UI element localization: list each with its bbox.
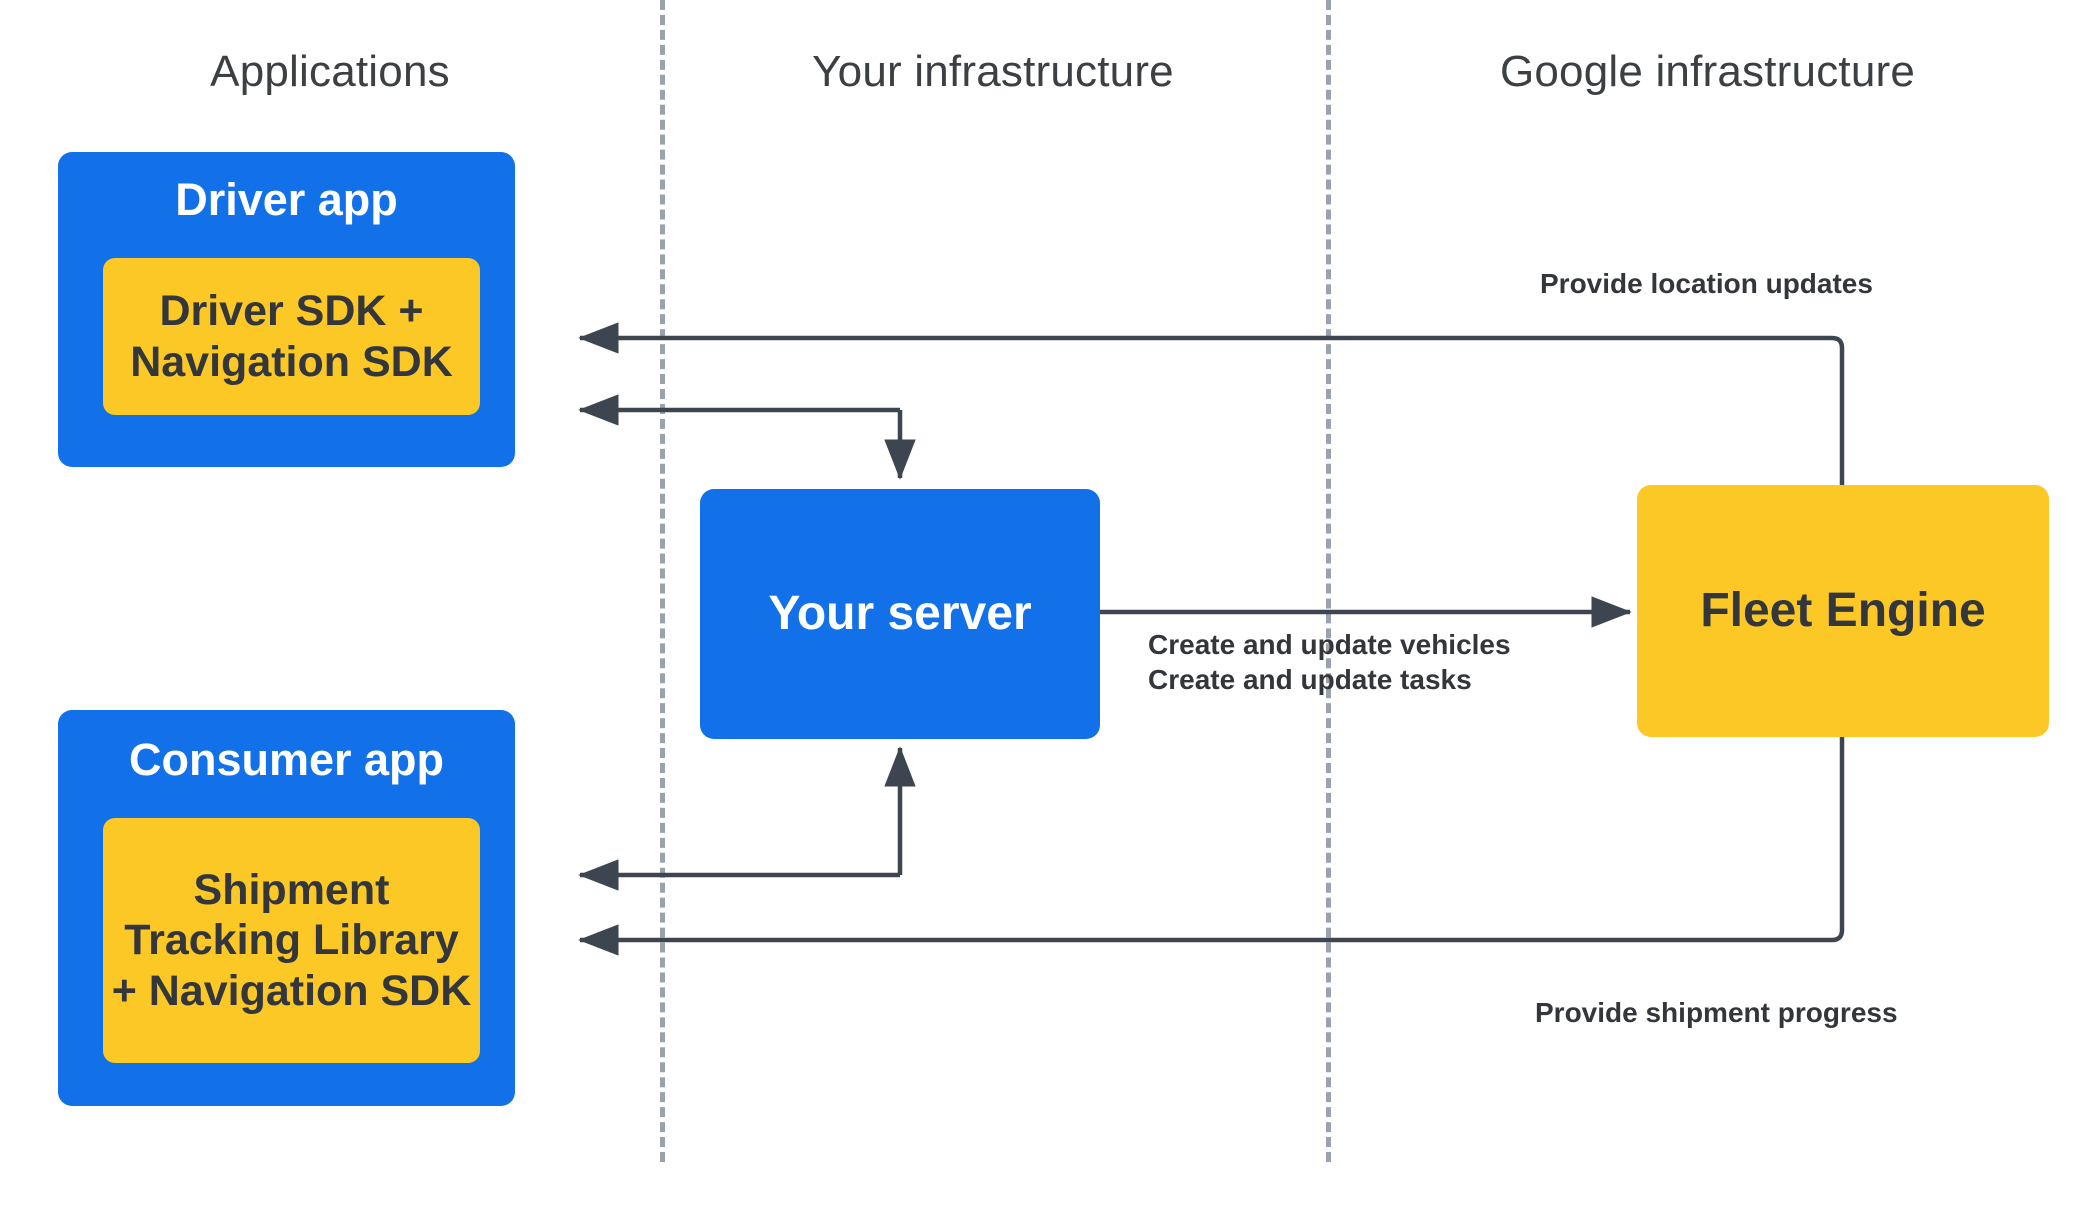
shipment-tracking-label: Shipment Tracking Library + Navigation S…	[112, 865, 472, 1016]
driver-app-label: Driver app	[175, 174, 398, 225]
wire-shipment-progress	[578, 737, 1845, 956]
your-server-label: Your server	[768, 587, 1032, 641]
driver-sdk-label-line2: Navigation SDK	[130, 337, 453, 386]
edge-label-create-update-line2: Create and update tasks	[1148, 664, 1472, 695]
node-shipment-tracking-library[interactable]: Shipment Tracking Library + Navigation S…	[103, 818, 480, 1063]
node-driver-sdk[interactable]: Driver SDK + Navigation SDK	[103, 258, 480, 415]
shipment-tracking-label-line1: Shipment	[193, 866, 390, 915]
edge-label-shipment-progress: Provide shipment progress	[1535, 997, 1898, 1028]
divider-applications-infrastructure	[660, 0, 665, 1162]
fleet-engine-label: Fleet Engine	[1700, 583, 1986, 637]
divider-infrastructure-google	[1326, 0, 1331, 1162]
column-header-your-infrastructure: Your infrastructure	[812, 47, 1174, 96]
wire-location-updates	[578, 322, 1845, 485]
driver-sdk-label-line1: Driver SDK +	[159, 287, 424, 336]
edge-label-create-update-line1: Create and update vehicles	[1148, 629, 1511, 660]
edge-label-create-update: Create and update vehicles Create and up…	[1148, 627, 1511, 697]
node-your-server[interactable]: Your server	[700, 489, 1100, 739]
node-driver-app[interactable]: Driver app Driver SDK + Navigation SDK	[58, 152, 515, 467]
node-fleet-engine[interactable]: Fleet Engine	[1637, 485, 2049, 737]
edge-label-location-updates: Provide location updates	[1540, 268, 1873, 299]
driver-sdk-label: Driver SDK + Navigation SDK	[130, 286, 453, 387]
consumer-app-label: Consumer app	[128, 734, 445, 785]
column-header-applications: Applications	[210, 47, 450, 96]
shipment-tracking-label-line3: + Navigation SDK	[111, 966, 472, 1015]
column-header-google-infrastructure: Google infrastructure	[1499, 47, 1916, 96]
node-consumer-app[interactable]: Consumer app Shipment Tracking Library +…	[58, 710, 515, 1106]
shipment-tracking-label-line2: Tracking Library	[124, 916, 459, 965]
